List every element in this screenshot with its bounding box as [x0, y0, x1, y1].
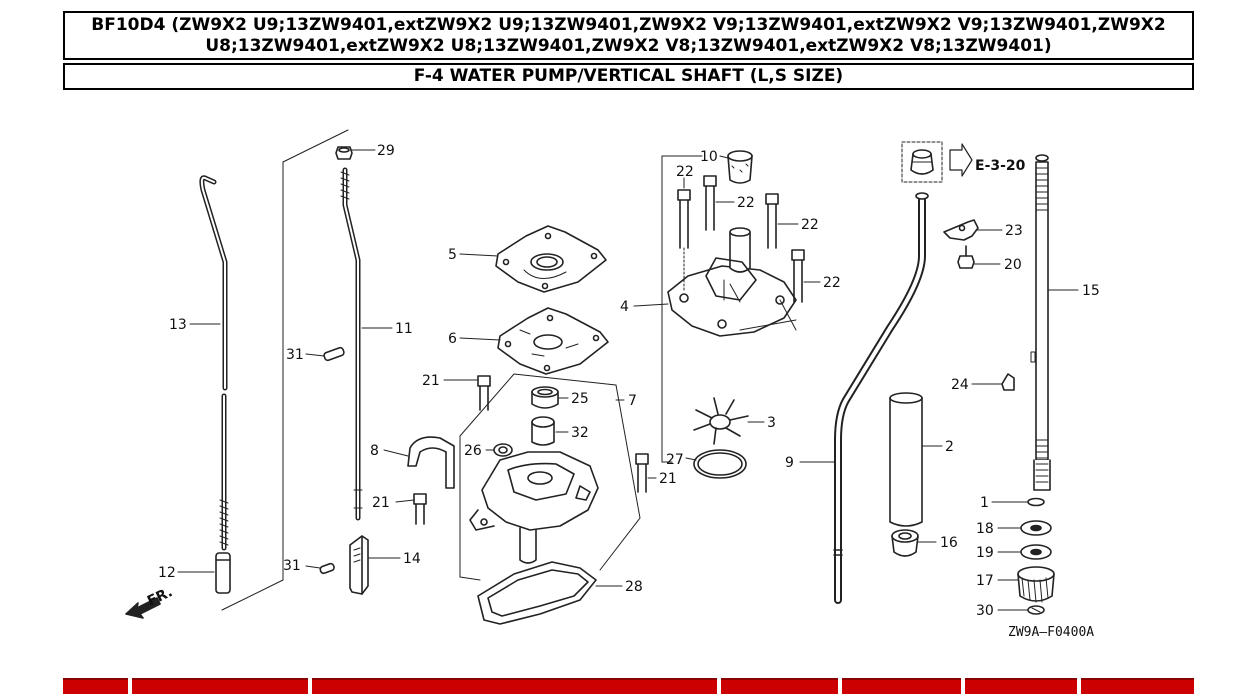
label-30: 30 — [976, 603, 994, 619]
drawing-code: ZW9A—F0400A — [1008, 625, 1094, 640]
clip-30 — [1027, 605, 1045, 615]
label-27: 27 — [666, 452, 684, 468]
label-2: 2 — [945, 439, 954, 455]
plate-23 — [943, 219, 979, 241]
washer-19 — [1020, 544, 1052, 560]
label-29: 29 — [377, 143, 395, 159]
label-19: 19 — [976, 545, 994, 561]
shift-arm-14 — [349, 535, 369, 595]
o-ring-27 — [693, 449, 747, 479]
gear-17 — [1017, 566, 1055, 603]
label-18: 18 — [976, 521, 994, 537]
bolt-21-right — [635, 453, 649, 493]
gasket-28 — [477, 561, 597, 625]
label-31-lower: 31 — [283, 558, 301, 574]
tube-2 — [889, 392, 923, 527]
impeller-3 — [693, 397, 749, 445]
label-11: 11 — [395, 321, 413, 337]
svg-text:FR.: FR. — [145, 584, 175, 609]
bolt-20 — [957, 245, 975, 269]
bolt-22-c — [765, 193, 779, 249]
label-12: 12 — [158, 565, 176, 581]
pin-31-lower — [319, 562, 335, 575]
vertical-shaft-15 — [1030, 154, 1051, 491]
clip-24 — [1001, 373, 1015, 391]
label-4: 4 — [620, 299, 629, 315]
table-header-cell — [132, 678, 308, 694]
clip-1 — [1027, 497, 1045, 507]
label-23: 23 — [1005, 223, 1023, 239]
front-arrow-icon: FR. — [125, 584, 175, 619]
label-32: 32 — [571, 425, 589, 441]
reference-label: E-3-20 — [975, 158, 1026, 174]
leader-lines — [177, 149, 1079, 611]
rod-11 — [340, 167, 363, 521]
assembly-bracket — [221, 129, 349, 611]
label-14: 14 — [403, 551, 421, 567]
washer-18 — [1020, 520, 1052, 536]
cap-10 — [727, 150, 753, 184]
section-title: F-4 WATER PUMP/VERTICAL SHAFT (L,S SIZE) — [63, 63, 1194, 90]
label-22-c: 22 — [801, 217, 819, 233]
label-21-lower: 21 — [372, 495, 390, 511]
bracket-10-27 — [661, 155, 703, 463]
grommet-ref-e-3-20: E-3-20 — [901, 141, 1026, 183]
label-22-d: 22 — [823, 275, 841, 291]
bolt-21-upper — [477, 375, 491, 411]
pump-case — [469, 451, 599, 564]
label-24: 24 — [951, 377, 969, 393]
bolt-22-b — [703, 175, 717, 231]
bolt-22-a — [677, 189, 691, 249]
pin-31-upper — [323, 346, 345, 362]
plate-5 — [495, 225, 607, 293]
label-13: 13 — [169, 317, 187, 333]
label-31-upper: 31 — [286, 347, 304, 363]
seal-16 — [891, 529, 919, 557]
label-6: 6 — [448, 331, 457, 347]
housing-bracket-7 — [459, 373, 641, 581]
table-header-cell — [721, 678, 838, 694]
label-3: 3 — [767, 415, 776, 431]
label-26: 26 — [464, 443, 482, 459]
model-header: BF10D4 (ZW9X2 U9;13ZW9401,extZW9X2 U9;13… — [63, 11, 1194, 60]
label-7: 7 — [628, 393, 637, 409]
bushing-32 — [531, 416, 555, 446]
label-5: 5 — [448, 247, 457, 263]
table-header-cell — [63, 678, 128, 694]
label-25: 25 — [571, 391, 589, 407]
grommet-8 — [407, 436, 455, 489]
label-9: 9 — [785, 455, 794, 471]
water-tube-9 — [833, 192, 929, 604]
label-22-b: 22 — [737, 195, 755, 211]
table-header-cell — [842, 678, 961, 694]
bolt-21-lower — [413, 493, 427, 525]
label-21-right: 21 — [659, 471, 677, 487]
label-16: 16 — [940, 535, 958, 551]
label-28: 28 — [625, 579, 643, 595]
nut-29 — [335, 146, 353, 160]
label-20: 20 — [1004, 257, 1022, 273]
label-17: 17 — [976, 573, 994, 589]
label-8: 8 — [370, 443, 379, 459]
label-22-a: 22 — [676, 164, 694, 180]
gasket-6 — [497, 307, 609, 375]
table-header-cell — [312, 678, 717, 694]
pump-housing-4 — [667, 227, 797, 337]
bolt-22-d — [791, 249, 805, 303]
label-10: 10 — [700, 149, 718, 165]
table-header-cell — [1081, 678, 1194, 694]
seal-26 — [493, 443, 513, 457]
seal-25 — [531, 386, 559, 409]
label-21-upper: 21 — [422, 373, 440, 389]
label-1: 1 — [980, 495, 989, 511]
part-labels: 29 13 11 31 12 31 14 5 6 21 25 7 32 26 8… — [158, 143, 1100, 640]
label-15: 15 — [1082, 283, 1100, 299]
table-header-cell — [965, 678, 1077, 694]
shift-rod-13 — [199, 175, 231, 594]
